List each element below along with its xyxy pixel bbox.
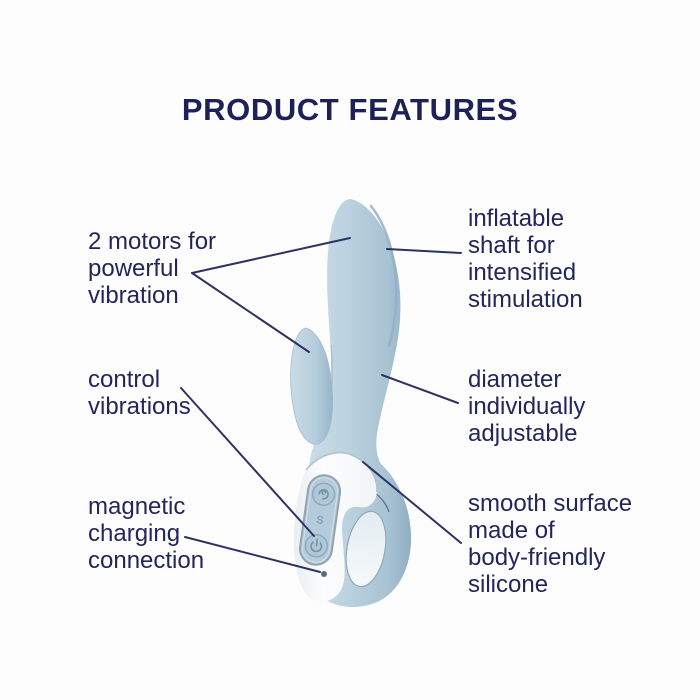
finger-loop-hole [345, 510, 387, 588]
feature-label-smooth-surface: smooth surface made of body-friendly sil… [468, 490, 633, 598]
callout-line-charging [184, 536, 321, 573]
satisfyer-logo: S [315, 514, 324, 527]
feature-label-diameter: diameter individually adjustable [468, 366, 586, 447]
callout-line-smooth [362, 461, 462, 544]
power-button[interactable] [304, 533, 329, 558]
wave-icon [318, 488, 329, 500]
feature-label-control-vibrations: control vibrations [88, 366, 191, 420]
power-icon [310, 538, 323, 553]
page-title: PRODUCT FEATURES [181, 92, 519, 127]
control-panel: S [298, 474, 342, 566]
feature-label-inflatable-shaft: inflatable shaft for intensified stimula… [468, 205, 583, 313]
callout-line-motors-shaft [191, 237, 351, 274]
device: S [290, 199, 412, 608]
charging-contact-dot [321, 571, 327, 577]
inflatable-sleeve-seam [369, 204, 398, 348]
rabbit-ear [290, 327, 334, 445]
feature-label-motors: 2 motors for powerful vibration [88, 228, 217, 309]
callout-line-motors-ear [191, 272, 310, 353]
callout-lines [180, 237, 462, 573]
callout-line-diameter [381, 374, 459, 404]
feature-label-magnetic-charging: magnetic charging connection [88, 493, 205, 574]
handle-rim [305, 451, 378, 493]
air-pump-button[interactable] [311, 482, 336, 507]
callout-line-inflatable [386, 248, 462, 254]
callout-line-control [180, 387, 315, 537]
